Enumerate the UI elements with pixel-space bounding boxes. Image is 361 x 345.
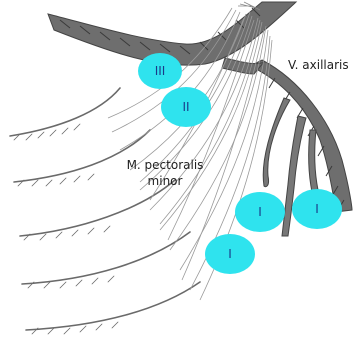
level-3-badge: III xyxy=(138,53,182,89)
level-2-label: II xyxy=(182,100,189,114)
level-1-badge-upper-right: I xyxy=(292,189,342,229)
level-2-badge: II xyxy=(161,87,211,127)
level-1-badge-lower: I xyxy=(205,234,255,274)
level-3-label: III xyxy=(155,64,166,78)
muscle-label-line1: M. pectoralis xyxy=(110,158,220,172)
ribs xyxy=(10,88,200,334)
level-1-badge-upper-left: I xyxy=(235,192,285,232)
vein-label: V. axillaris xyxy=(288,58,349,72)
level-1-label: I xyxy=(228,247,232,261)
level-1-label: I xyxy=(315,202,319,216)
level-1-label: I xyxy=(258,205,262,219)
muscle-label-line2: minor xyxy=(110,174,220,188)
